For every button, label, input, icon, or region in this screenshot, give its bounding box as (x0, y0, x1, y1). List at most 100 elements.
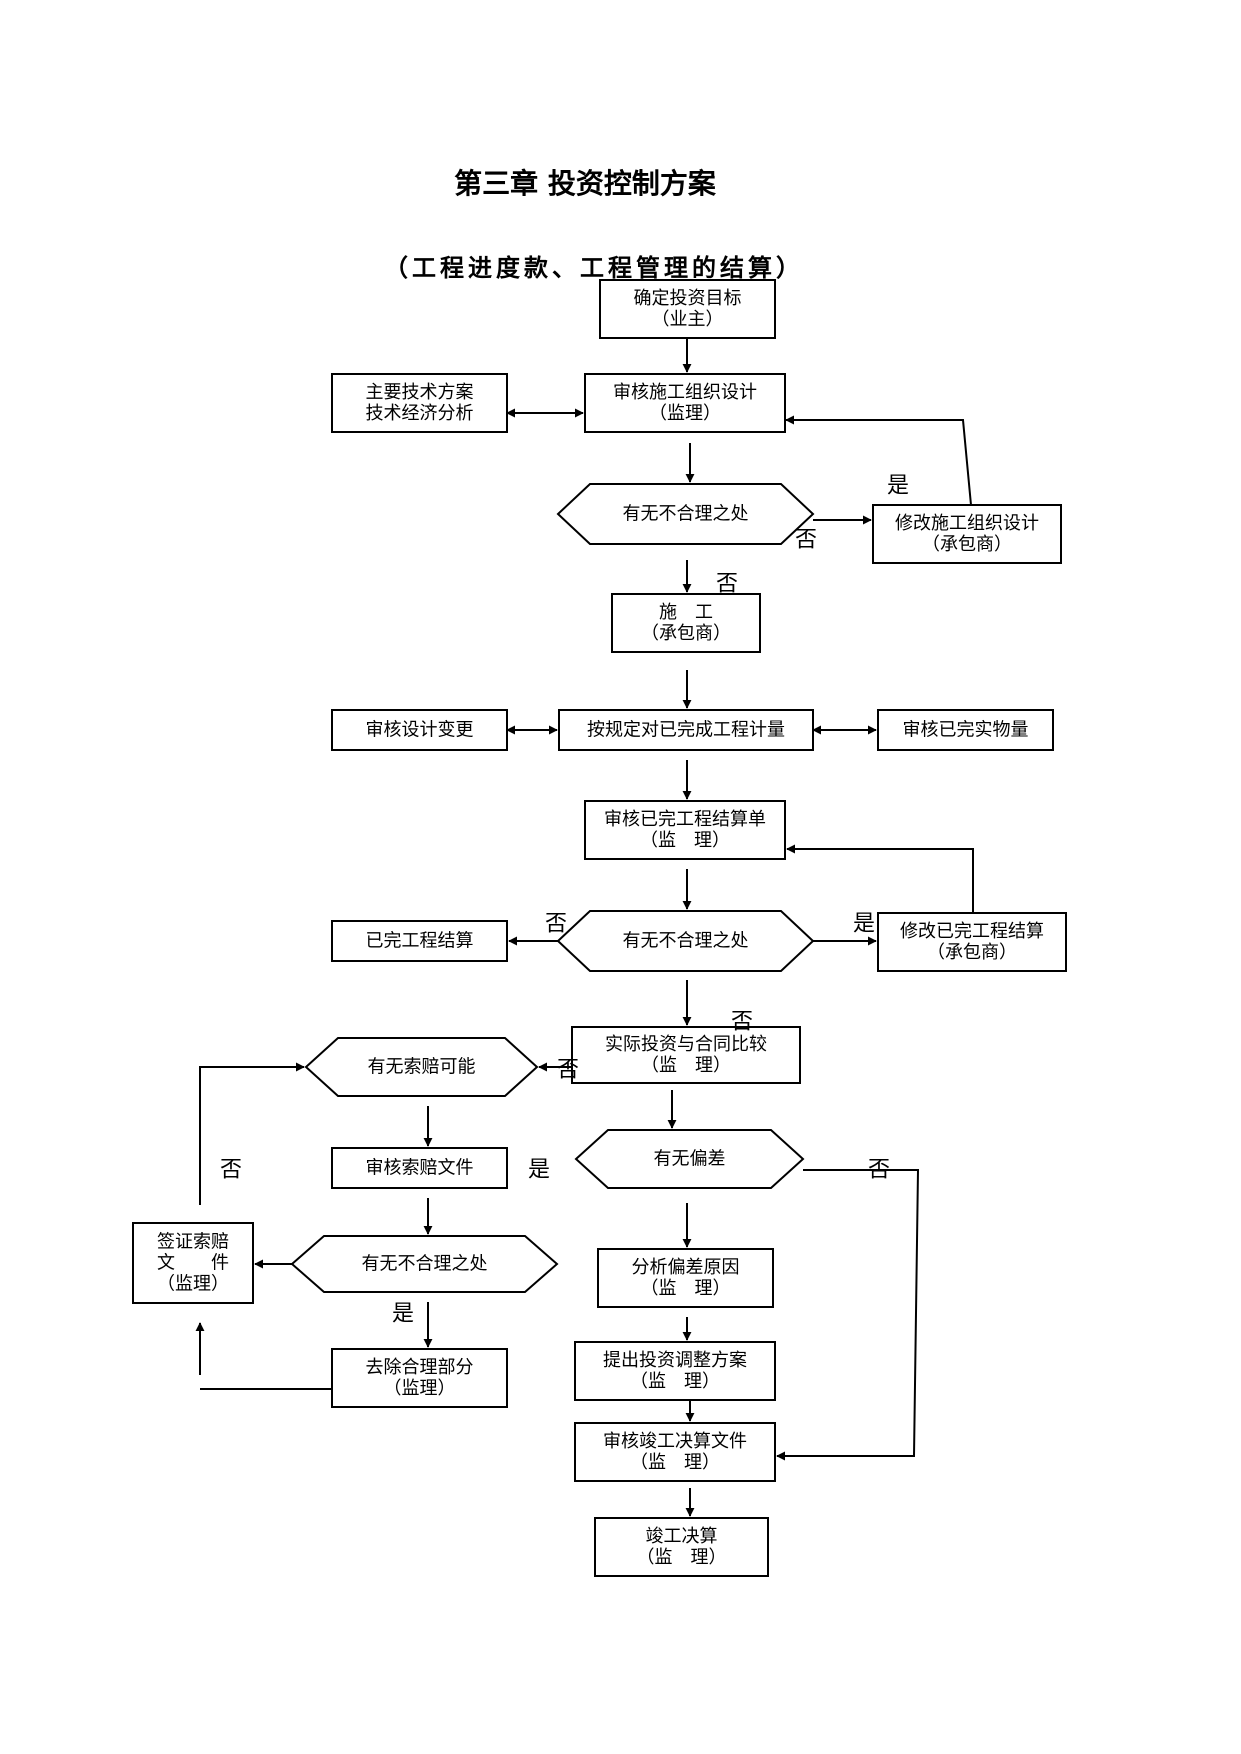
branch-label-d1-no-down: 否 (716, 572, 738, 597)
node-label-line: （监理） (157, 1274, 229, 1295)
node-label-line: （承包商） (927, 942, 1017, 963)
node-label-line: 按规定对已完成工程计量 (587, 720, 785, 741)
node-label-line: 已完工程结算 (366, 931, 474, 952)
box-shape (331, 1348, 508, 1408)
branch-label-compare-no: 否 (557, 1058, 579, 1083)
box-shape (877, 709, 1054, 751)
node-final: 竣工决算（监 理） (594, 1517, 769, 1577)
node-label-line: 有无不合理之处 (362, 1254, 488, 1275)
node-label-line: 有无不合理之处 (623, 504, 749, 525)
connector-arrow (776, 1169, 920, 1461)
node-change: 审核设计变更 (331, 709, 508, 751)
node-label-line: 审核索赔文件 (366, 1158, 474, 1179)
node-label-line: （业主） (652, 309, 724, 330)
node-label-line: 审核设计变更 (366, 720, 474, 741)
box-shape (571, 1026, 801, 1084)
box-shape (331, 709, 508, 751)
node-label-line: 分析偏差原因 (632, 1257, 740, 1278)
branch-label-d2-yes: 是 (853, 912, 875, 937)
box-shape (331, 1147, 508, 1189)
node-label-line: （监 理） (630, 1452, 720, 1473)
node-label-line: 审核已完实物量 (903, 720, 1029, 741)
node-label-line: 主要技术方案 (366, 382, 474, 403)
node-label-line: 修改已完工程结算 (900, 921, 1044, 942)
decision-shape (304, 1037, 539, 1097)
node-compare: 实际投资与合同比较（监 理） (571, 1026, 801, 1084)
node-label-line: （监 理） (637, 1547, 727, 1568)
branch-label-d2-no-left: 否 (545, 912, 567, 937)
decision-shape (556, 910, 815, 972)
node-label-line: （监 理） (630, 1371, 720, 1392)
box-shape (132, 1222, 254, 1304)
node-final-doc: 审核竣工决算文件（监 理） (574, 1422, 776, 1482)
node-adjust: 提出投资调整方案（监 理） (574, 1341, 776, 1401)
node-remove: 去除合理部分（监理） (331, 1348, 508, 1408)
branch-label-d1-yes: 是 (887, 474, 909, 499)
box-shape (584, 373, 786, 433)
node-label-line: 文 件 (157, 1253, 229, 1274)
connector-arrow (786, 844, 974, 913)
decision-shape (290, 1235, 559, 1293)
box-shape (599, 279, 776, 339)
node-label-line: 审核施工组织设计 (613, 382, 757, 403)
connector-arrow (199, 1062, 305, 1205)
branch-label-dev-no: 否 (868, 1158, 890, 1183)
node-label-line: 修改施工组织设计 (895, 513, 1039, 534)
box-shape (594, 1517, 769, 1577)
node-d2: 有无不合理之处 (556, 910, 815, 972)
node-label-line: （监 理） (640, 830, 730, 851)
node-label-line: 提出投资调整方案 (603, 1350, 747, 1371)
node-label-line: 实际投资与合同比较 (605, 1034, 767, 1055)
branch-label-d2-no-down: 否 (731, 1010, 753, 1035)
node-qty: 审核已完实物量 (877, 709, 1054, 751)
node-claim-doc: 审核索赔文件 (331, 1147, 508, 1189)
node-label-line: （监 理） (641, 1278, 731, 1299)
node-claim-d: 有无索赔可能 (304, 1037, 539, 1097)
node-label-line: （承包商） (641, 623, 731, 644)
node-label-line: 有无索赔可能 (368, 1057, 476, 1078)
node-mod-org: 修改施工组织设计（承包商） (872, 504, 1062, 564)
branch-label-d3-yes: 是 (392, 1302, 414, 1327)
node-done-settle: 已完工程结算 (331, 920, 508, 962)
branch-label-claim-yes: 是 (528, 1158, 550, 1183)
node-label-line: 审核已完工程结算单 (604, 809, 766, 830)
node-label-line: 施 工 (659, 602, 713, 623)
node-d3: 有无不合理之处 (290, 1235, 559, 1293)
node-mod-settle: 修改已完工程结算（承包商） (877, 912, 1067, 972)
node-d1: 有无不合理之处 (556, 483, 815, 545)
box-shape (331, 373, 508, 433)
node-review-org: 审核施工组织设计（监理） (584, 373, 786, 433)
node-label-line: 有无不合理之处 (623, 931, 749, 952)
branch-label-d1-no-right: 否 (795, 528, 817, 553)
node-label-line: 技术经济分析 (366, 403, 474, 424)
node-label-line: 确定投资目标 (634, 288, 742, 309)
page-title: 第三章 投资控制方案 (454, 167, 716, 200)
node-label-line: （监理） (649, 403, 721, 424)
box-shape (611, 593, 761, 653)
node-measure: 按规定对已完成工程计量 (558, 709, 814, 751)
box-shape (872, 504, 1062, 564)
node-build: 施 工（承包商） (611, 593, 761, 653)
node-settle-sheet: 审核已完工程结算单（监 理） (584, 800, 786, 860)
node-label-line: （承包商） (922, 534, 1012, 555)
page-subtitle: （工程进度款、工程管理的结算） (384, 254, 804, 282)
node-label-line: 有无偏差 (654, 1149, 726, 1170)
branch-label-claim-no: 否 (220, 1158, 242, 1183)
node-dev-d: 有无偏差 (574, 1129, 805, 1189)
node-goal: 确定投资目标（业主） (599, 279, 776, 339)
node-label-line: （监 理） (641, 1055, 731, 1076)
node-analyze: 分析偏差原因（监 理） (597, 1248, 774, 1308)
box-shape (558, 709, 814, 751)
node-label-line: 竣工决算 (646, 1526, 718, 1547)
node-label-line: （监理） (384, 1378, 456, 1399)
box-shape (584, 800, 786, 860)
node-label-line: 签证索赔 (157, 1232, 229, 1253)
box-shape (574, 1422, 776, 1482)
decision-shape (574, 1129, 805, 1189)
node-label-line: 审核竣工决算文件 (603, 1431, 747, 1452)
box-shape (877, 912, 1067, 972)
box-shape (597, 1248, 774, 1308)
